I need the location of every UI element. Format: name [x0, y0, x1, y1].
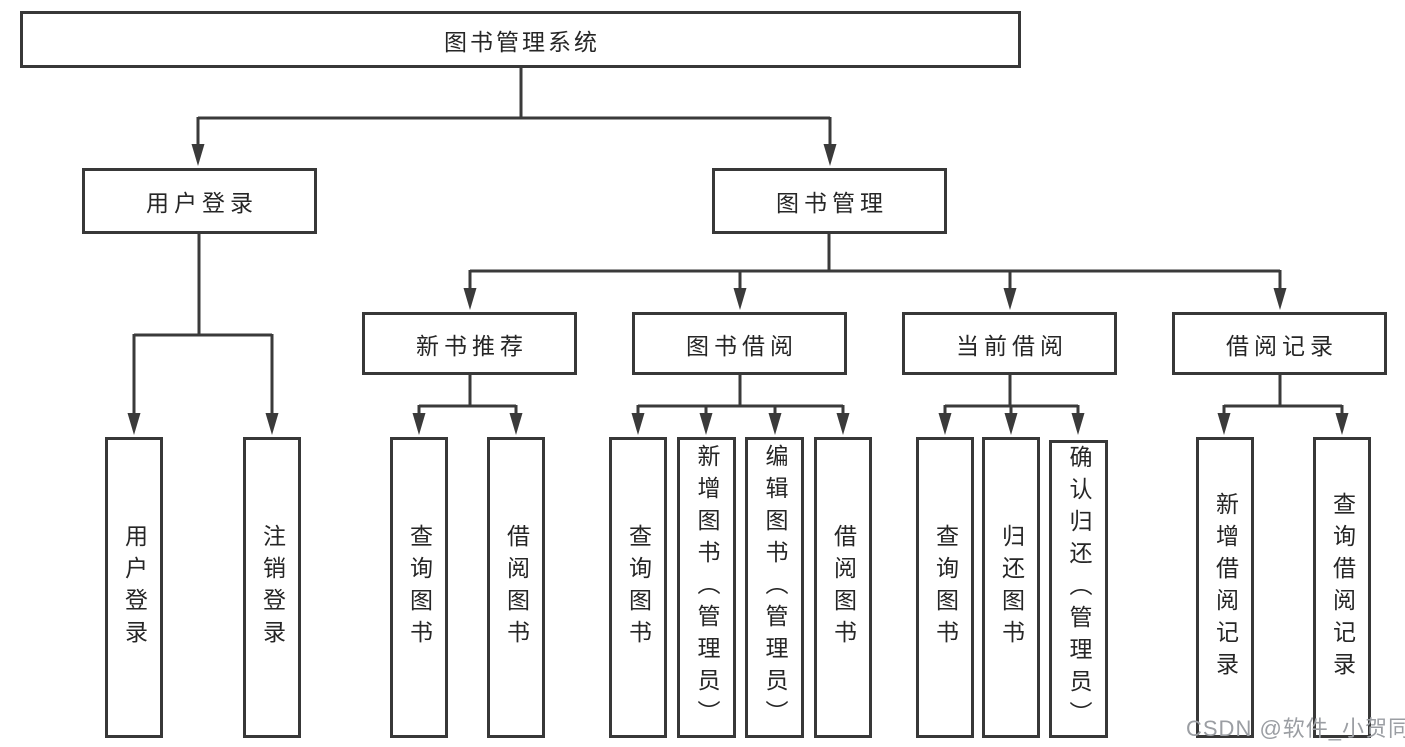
- leaf-label: 归还图书: [998, 523, 1025, 652]
- node-root: 图书管理系统: [20, 11, 1021, 68]
- node-borrow-records-label: 借阅记录: [1226, 332, 1338, 359]
- node-new-book-recommend-label: 新书推荐: [416, 332, 528, 359]
- leaf-borrow-add-book-admin: 新增图书（管理员）: [677, 437, 736, 738]
- leaf-label: 查询图书: [932, 523, 959, 652]
- leaf-recommend-query-book: 查询图书: [390, 437, 448, 738]
- node-new-book-recommend: 新书推荐: [362, 312, 577, 375]
- node-current-borrow: 当前借阅: [902, 312, 1117, 375]
- arrowheads: [127, 144, 1349, 435]
- node-current-borrow-label: 当前借阅: [956, 332, 1068, 359]
- leaf-records-query-record: 查询借阅记录: [1313, 437, 1371, 738]
- leaf-label: 查询借阅记录: [1329, 491, 1356, 684]
- node-root-label: 图书管理系统: [444, 28, 600, 55]
- leaf-borrow-borrow-book: 借阅图书: [814, 437, 872, 738]
- leaf-label: 编辑图书（管理员）: [762, 443, 788, 732]
- leaf-borrow-query-book: 查询图书: [609, 437, 667, 738]
- leaf-current-query-book: 查询图书: [916, 437, 974, 738]
- leaf-label: 查询图书: [406, 523, 433, 652]
- node-user-login: 用户登录: [82, 168, 317, 234]
- leaf-label: 查询图书: [625, 523, 652, 652]
- node-book-management-label: 图书管理: [776, 190, 888, 216]
- leaf-current-confirm-return-admin: 确认归还（管理员）: [1049, 440, 1108, 738]
- leaf-user-login: 用户登录: [105, 437, 163, 738]
- node-book-borrow: 图书借阅: [632, 312, 847, 375]
- leaf-label: 新增图书（管理员）: [694, 443, 720, 732]
- leaf-recommend-borrow-book: 借阅图书: [487, 437, 545, 738]
- leaf-label: 借阅图书: [830, 523, 857, 652]
- csdn-watermark: CSDN @软件_小贺同学: [1186, 716, 1405, 741]
- leaf-borrow-edit-book-admin: 编辑图书（管理员）: [745, 437, 804, 738]
- leaf-label: 新增借阅记录: [1212, 491, 1239, 684]
- node-borrow-records: 借阅记录: [1172, 312, 1387, 375]
- node-book-management: 图书管理: [712, 168, 947, 234]
- leaf-label: 借阅图书: [503, 523, 530, 652]
- leaf-label: 确认归还（管理员）: [1066, 445, 1092, 733]
- leaf-records-add-record: 新增借阅记录: [1196, 437, 1254, 738]
- leaf-current-return-book: 归还图书: [982, 437, 1040, 738]
- leaf-label: 用户登录: [121, 523, 148, 652]
- leaf-logout: 注销登录: [243, 437, 301, 738]
- node-book-borrow-label: 图书借阅: [686, 332, 798, 359]
- leaf-label: 注销登录: [259, 523, 286, 652]
- node-user-login-label: 用户登录: [146, 190, 258, 216]
